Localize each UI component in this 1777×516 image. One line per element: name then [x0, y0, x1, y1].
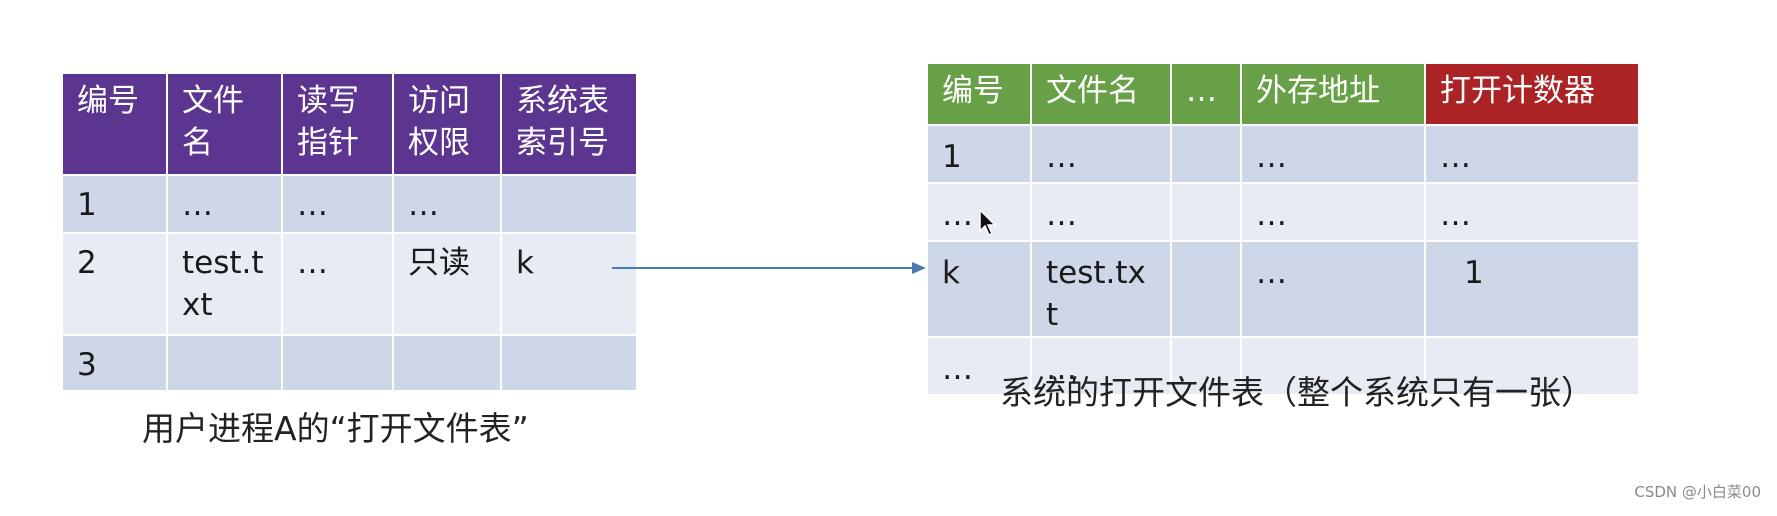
table-cell: 1 — [61, 174, 168, 234]
table-cell: … — [166, 174, 283, 234]
header-cell: 文件名 — [1030, 62, 1172, 126]
table-cell: … — [1240, 124, 1426, 184]
header-cell: 读写指针 — [281, 72, 394, 176]
table-cell: k — [926, 240, 1032, 338]
table-cell: … — [926, 182, 1032, 242]
table-cell: 3 — [61, 334, 168, 392]
table-cell: … — [1424, 182, 1640, 242]
mouse-cursor-icon — [979, 209, 997, 237]
table-cell: … — [281, 232, 394, 336]
table-cell: … — [1030, 124, 1172, 184]
header-cell: 编号 — [926, 62, 1032, 126]
table-cell: … — [1030, 336, 1172, 396]
watermark: CSDN @小白菜00 — [1634, 483, 1761, 501]
system-table-caption: 系统的打开文件表（整个系统只有一张） — [1000, 373, 1594, 412]
table-cell: … — [926, 336, 1032, 396]
header-cell: 访问权限 — [392, 72, 502, 176]
table-cell — [166, 334, 283, 392]
header-cell: 编号 — [61, 72, 168, 176]
arrow-head — [912, 262, 926, 274]
table-cell: … — [392, 174, 502, 234]
table-cell: 2 — [61, 232, 168, 336]
table-row: … … … … — [926, 182, 1640, 242]
table-cell — [1170, 124, 1242, 184]
table-cell: test.txt — [1030, 240, 1172, 338]
table-cell: … — [1240, 182, 1426, 242]
table-cell: … — [1240, 240, 1426, 338]
table-cell: … — [1424, 124, 1640, 184]
header-cell: 打开计数器 — [1424, 62, 1640, 126]
system-open-file-table: 编号 文件名 … 外存地址 打开计数器 1 … … … … … … … k te… — [926, 62, 1640, 396]
process-table-caption: 用户进程A的“打开文件表” — [142, 409, 529, 448]
system-table-header-row: 编号 文件名 … 外存地址 打开计数器 — [926, 62, 1640, 126]
table-cell: 只读 — [392, 232, 502, 336]
table-cell: … — [281, 174, 394, 234]
table-cell: 1 — [926, 124, 1032, 184]
table-cell — [281, 334, 394, 392]
table-cell: k — [500, 232, 638, 336]
header-cell: 文件名 — [166, 72, 283, 176]
table-row: 1 … … … — [926, 124, 1640, 184]
table-cell — [392, 334, 502, 392]
table-cell — [500, 174, 638, 234]
table-cell — [1170, 182, 1242, 242]
header-cell: 外存地址 — [1240, 62, 1426, 126]
table-cell — [1240, 336, 1426, 396]
table-cell — [1170, 240, 1242, 338]
table-cell: 1 — [1424, 240, 1640, 338]
table-cell: … — [1030, 182, 1172, 242]
table-cell: test.txt — [166, 232, 283, 336]
table-row: 1 … … … — [61, 174, 638, 234]
table-cell — [1170, 336, 1242, 396]
table-row: … … — [926, 336, 1640, 396]
process-open-file-table: 编号 文件名 读写指针 访问权限 系统表索引号 1 … … … 2 test.t… — [61, 72, 638, 392]
header-cell: 系统表索引号 — [500, 72, 638, 176]
table-row: k test.txt … 1 — [926, 240, 1640, 338]
table-row: 2 test.txt … 只读 k — [61, 232, 638, 336]
table-row: 3 — [61, 334, 638, 392]
header-cell: … — [1170, 62, 1242, 126]
table-cell — [500, 334, 638, 392]
table-cell — [1424, 336, 1640, 396]
process-table-header-row: 编号 文件名 读写指针 访问权限 系统表索引号 — [61, 72, 638, 176]
